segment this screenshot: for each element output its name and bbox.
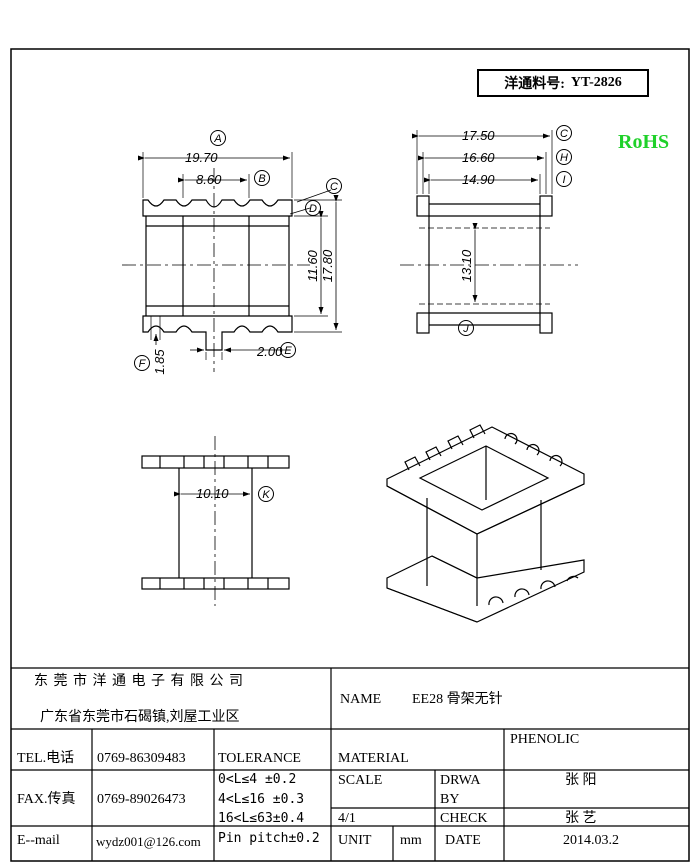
scale-label: SCALE bbox=[338, 773, 383, 788]
callout-i: I bbox=[562, 174, 565, 186]
scale-value: 4/1 bbox=[338, 811, 356, 826]
side-view bbox=[400, 130, 578, 334]
part-number-box: 洋通料号: YT-2826 bbox=[477, 69, 649, 97]
tolerance-label: TOLERANCE bbox=[218, 751, 301, 766]
callout-letters: A B C D E F C H I J K bbox=[139, 128, 568, 501]
title-block-grid bbox=[11, 667, 689, 861]
callout-j: J bbox=[462, 323, 469, 335]
bottom-view bbox=[141, 436, 290, 606]
dimension-labels: 19.70 8.60 2.00 17.50 16.60 14.90 10.10 … bbox=[152, 128, 495, 501]
isometric-view bbox=[386, 424, 585, 623]
unit-label: UNIT bbox=[338, 833, 372, 848]
check-value: 张 艺 bbox=[565, 811, 597, 826]
fax-value: 0769-89026473 bbox=[97, 792, 186, 807]
check-label: CHECK bbox=[440, 811, 488, 826]
tolerance-pin-pitch: Pin pitch±0.2 bbox=[218, 831, 320, 846]
front-view bbox=[122, 152, 342, 372]
dim-10-10: 10.10 bbox=[196, 486, 229, 501]
callout-k: K bbox=[262, 489, 270, 501]
tolerance-range-2: 4<L≤16 ±0.3 bbox=[218, 792, 305, 807]
drawn-by-label-2: BY bbox=[440, 792, 460, 807]
part-number-value: YT-2826 bbox=[570, 75, 622, 90]
dim-17-50: 17.50 bbox=[462, 128, 495, 143]
callout-b: B bbox=[258, 173, 265, 185]
dim-19-70: 19.70 bbox=[185, 150, 218, 165]
tel-label: TEL.电话 bbox=[17, 751, 75, 766]
tolerance-range-1: 0<L≤4 ±0.2 bbox=[218, 772, 297, 787]
date-label: DATE bbox=[445, 833, 481, 848]
dim-14-90: 14.90 bbox=[462, 172, 495, 187]
email-label: E--mail bbox=[17, 833, 60, 848]
unit-value: mm bbox=[400, 833, 422, 848]
callout-e: E bbox=[284, 345, 292, 357]
dim-11-60: 11.60 bbox=[305, 249, 320, 281]
callout-a: A bbox=[213, 133, 221, 145]
dim-17-80: 17.80 bbox=[320, 249, 335, 282]
dim-8-60: 8.60 bbox=[196, 172, 222, 187]
material-label: MATERIAL bbox=[338, 751, 409, 766]
name-label: NAME bbox=[340, 692, 382, 707]
dim-16-60: 16.60 bbox=[462, 150, 495, 165]
rohs-mark: RoHS bbox=[618, 131, 670, 153]
email-value: wydz001@126.com bbox=[96, 834, 201, 849]
callout-circles bbox=[134, 125, 572, 502]
callout-f: F bbox=[139, 358, 147, 370]
date-value: 2014.03.2 bbox=[563, 833, 619, 848]
dim-13-10: 13.10 bbox=[459, 249, 474, 282]
company-name: 东 莞 市 洋 通 电 子 有 限 公 司 bbox=[34, 674, 244, 689]
callout-d: D bbox=[309, 203, 317, 215]
sheet-border bbox=[10, 48, 690, 862]
drawn-by-label-1: DRWA bbox=[440, 773, 481, 788]
fax-label: FAX.传真 bbox=[17, 792, 76, 807]
dim-1-85: 1.85 bbox=[152, 349, 167, 375]
company-address: 广东省东莞市石碣镇,刘屋工业区 bbox=[40, 710, 240, 725]
callout-g: C bbox=[560, 128, 568, 140]
drawn-by-value: 张 阳 bbox=[565, 773, 597, 788]
callout-h: H bbox=[560, 152, 568, 164]
callout-c: C bbox=[330, 181, 338, 193]
tolerance-range-3: 16<L≤63±0.4 bbox=[218, 811, 305, 826]
part-number-label: 洋通料号: bbox=[504, 77, 565, 92]
dim-2-00: 2.00 bbox=[256, 344, 283, 359]
name-value: EE28 骨架无针 bbox=[412, 692, 503, 707]
tel-value: 0769-86309483 bbox=[97, 751, 186, 766]
material-value: PHENOLIC bbox=[510, 732, 580, 747]
